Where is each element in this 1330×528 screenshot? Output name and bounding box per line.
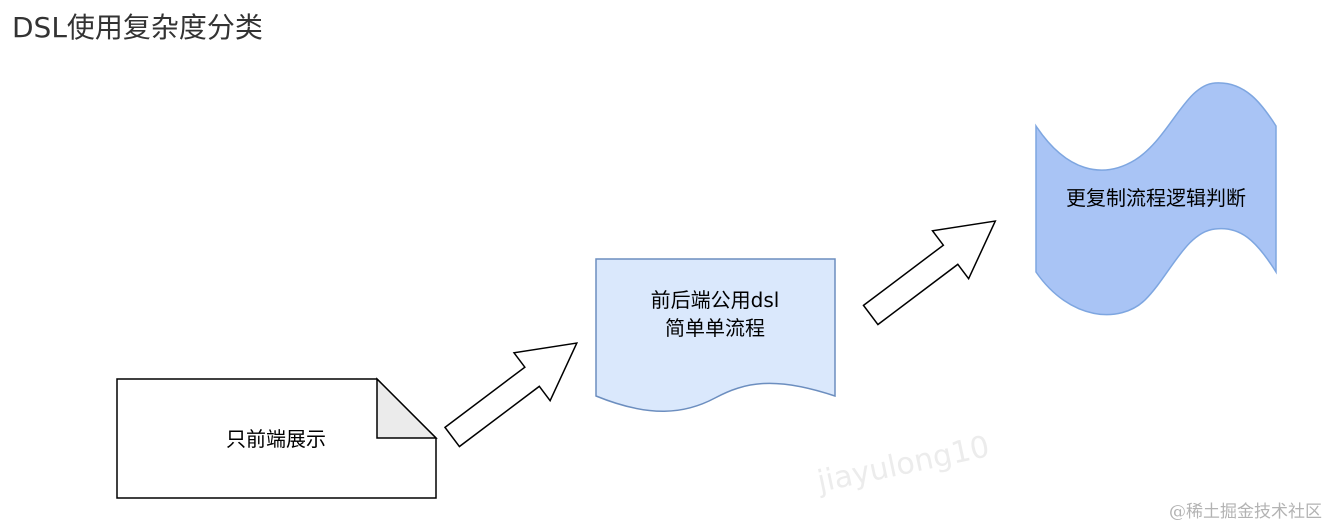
node-shared-dsl[interactable]: 前后端公用dsl 简单单流程: [595, 258, 836, 412]
node-complex-logic[interactable]: 更复制流程逻辑判断: [1035, 82, 1277, 316]
node-label-line-2: 简单单流程: [665, 316, 765, 340]
source-credit: @稀土掘金技术社区: [1169, 502, 1322, 522]
connector-arrow-2: [862, 220, 997, 326]
node-frontend-only[interactable]: 只前端展示: [116, 377, 438, 499]
note-fold: [376, 377, 438, 439]
node-label-line-1: 前后端公用dsl: [651, 288, 780, 312]
block-arrow-shape: [862, 220, 997, 326]
tape-shape: [1035, 82, 1277, 316]
note-shape: [116, 378, 437, 499]
page-title: DSL使用复杂度分类: [12, 11, 263, 44]
watermark-text: jiayulong10: [813, 429, 992, 500]
node-label: 更复制流程逻辑判断: [1066, 186, 1246, 210]
document-shape: [595, 258, 836, 412]
connector-arrow-1: [443, 342, 579, 448]
block-arrow-shape: [443, 342, 579, 448]
node-label: 只前端展示: [226, 427, 326, 451]
